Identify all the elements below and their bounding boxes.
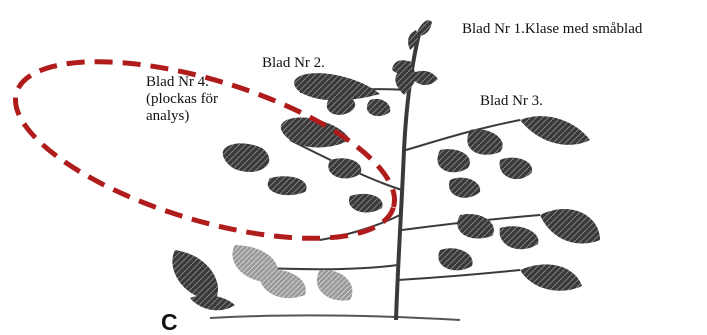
label-leaf-4: Blad Nr 4. (plockas för analys) [146,74,218,125]
leaf-3 [437,116,590,198]
label-leaf-3: Blad Nr 3. [480,93,543,110]
label-leaf-4-line-2: (plockas för [146,91,218,108]
ground-line [210,315,460,320]
label-leaf-1: Blad Nr 1.Klase med småblad [462,21,642,38]
lower-right-leaves [438,209,600,291]
label-leaf-2: Blad Nr 2. [262,55,325,72]
leaf-2 [294,73,390,116]
leaf-1a [418,20,432,36]
leaf-4-highlight-ellipse [0,25,414,274]
label-leaf-4-line-3: analys) [146,108,218,125]
leaf-4 [223,117,383,212]
lower-left-leaves [172,245,352,310]
label-leaf-4-line-1: Blad Nr 4. [146,74,218,91]
